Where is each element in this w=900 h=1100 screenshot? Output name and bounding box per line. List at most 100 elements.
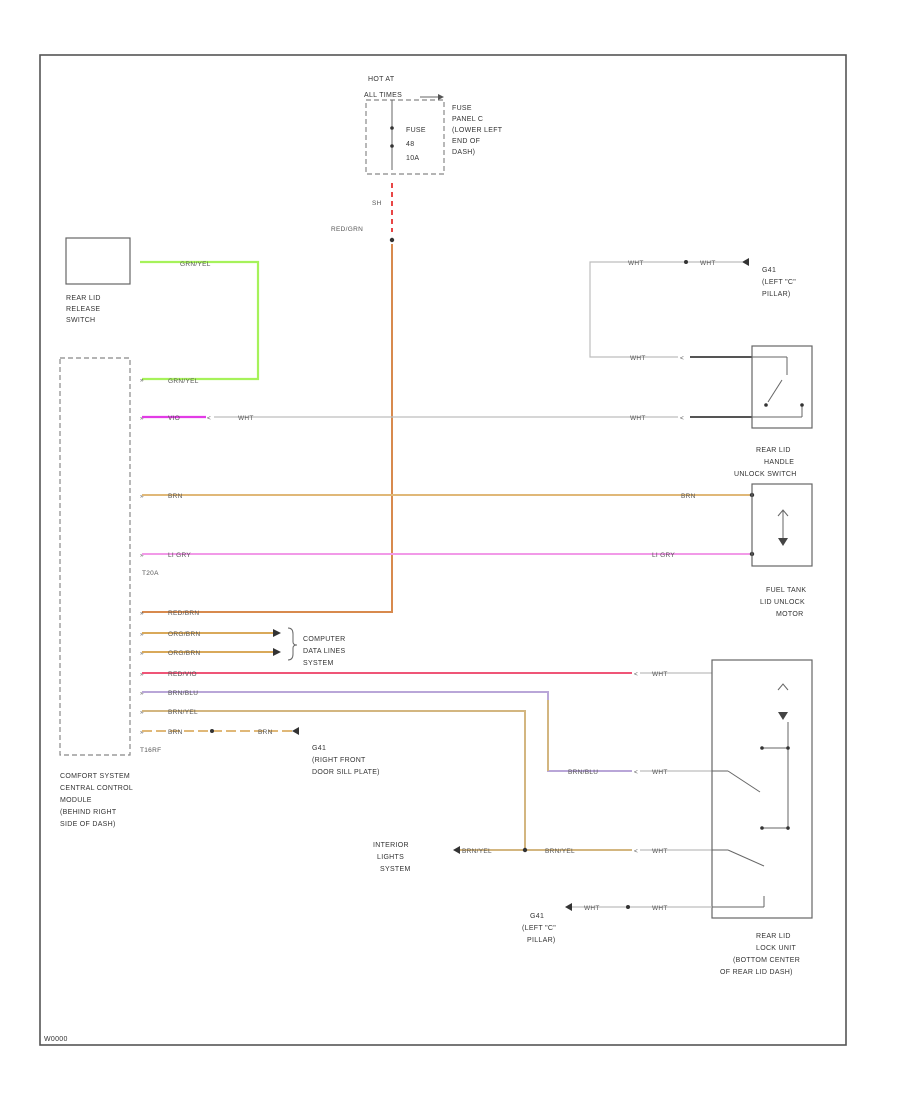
label-all-times: ALL TIMES [364,92,402,99]
fuse-arrow-head [438,94,444,100]
rear-lid-lock-unit [711,659,813,919]
lock-terminal-2 [786,746,790,750]
splice-wht-top [684,260,688,264]
label-g-c-3: PILLAR) [762,291,791,298]
label-handle-1: REAR LID [756,447,791,454]
label-ccm-3: MODULE [60,797,92,804]
label-rear-lid-release-2: RELEASE [66,306,100,313]
label-wire-brn-gnd2: BRN [258,729,273,736]
label-fuse-amp: 10A [406,155,419,162]
label-fuse-panel-5: DASH) [452,149,475,156]
label-fuse-panel-4: END OF [452,138,480,145]
diagram-frame [39,54,847,1046]
comfort-control-module [59,357,131,756]
label-lock-3: (BOTTOM CENTER [733,957,800,964]
label-fuse-number: 48 [406,141,414,148]
label-wire-brn-yel-r2: BRN/YEL [545,848,575,855]
label-rear-lid-release-1: REAR LID [66,295,101,302]
label-computer-3: SYSTEM [303,660,334,667]
label-wire-wht-lock3: WHT [652,848,668,855]
label-wire-vio: VIO [168,415,180,422]
splice-brn-yel [522,847,528,853]
motor-symbol-bottom [778,538,788,546]
fuse-panel: HOT AT ALL TIMES FUSE 48 10A FUSE PANEL … [364,76,502,175]
connector-mark: < [680,355,684,362]
label-wire-gn-ye-top: GRN/YEL [180,261,211,268]
ground-arrow-bottom [565,903,572,911]
label-wire-wht-lock2: WHT [652,769,668,776]
label-lock-2: LOCK UNIT [756,945,796,952]
label-computer-1: COMPUTER [303,636,345,643]
label-wire-wht-r1: WHT [630,355,646,362]
label-handle-2: HANDLE [764,459,794,466]
label-wire-wht-r3: WHT [630,415,646,422]
splice-red-grn [389,237,395,243]
wire-wht-loop [589,261,742,358]
connector-mark: < [680,415,684,422]
label-motor-2: LID UNLOCK [760,599,805,606]
label-g-right-3: DOOR SILL PLATE) [312,769,380,776]
label-lock-4: OF REAR LID DASH) [720,969,793,976]
label-g-bot-3: PILLAR) [527,937,556,944]
label-wire-brn-yel-r1: BRN/YEL [462,848,492,855]
connector-mark: < [634,848,638,855]
label-wire-brn-right: BRN [681,493,696,500]
label-g-bot-1: G41 [530,913,544,920]
label-hot-at: HOT AT [368,76,395,83]
label-wire-li-gry-left: LI GRY [168,552,191,559]
label-wire-brn-blu: BRN/BLU [168,690,198,697]
label-wire-brn-yel: BRN/YEL [168,709,198,716]
pin-marker: » [140,631,144,638]
label-computer-2: DATA LINES [303,648,345,655]
lock-motor-bottom [778,712,788,720]
label-interior-2: LIGHTS [377,854,404,861]
module-pins: » » » » » » » » » » » [140,377,144,736]
pin-marker: » [140,610,144,617]
pin-marker: » [140,377,144,384]
handle-switch-terminal-1 [764,403,768,407]
lock-motor-top [777,683,789,691]
pin-marker: » [140,650,144,657]
label-wire-red-brn: RED/BRN [168,610,199,617]
pin-marker: » [140,690,144,697]
label-ccm-1: COMFORT SYSTEM [60,773,130,780]
label-handle-3: UNLOCK SWITCH [734,471,797,478]
label-wire-red-vio: RED/VIO [168,671,197,678]
label-wire-brn-gnd: BRN [168,729,183,736]
connector-mark: < [634,671,638,678]
label-ccm-5: SIDE OF DASH) [60,821,116,828]
fuse-bus-dot-2 [390,144,394,148]
wire-gn-ye [140,260,260,381]
label-g-right-1: G41 [312,745,326,752]
label-fuse: FUSE [406,127,426,134]
label-wire-wht-g2: WHT [652,905,668,912]
pin-marker: » [140,709,144,716]
arrow-computer-2 [273,648,281,656]
label-t16rf: T16RF [140,747,161,754]
label-ccm-4: (BEHIND RIGHT [60,809,117,816]
handle-switch-terminal-2 [800,403,804,407]
pin-marker: » [140,415,144,422]
label-wire-brn-left: BRN [168,493,183,500]
label-g-c-2: (LEFT "C" [762,279,796,286]
handle-switch-contact [767,379,783,403]
connector-mark: < [207,415,211,422]
label-wire-wht-tr1: WHT [628,260,644,267]
label-fuse-panel-1: FUSE [452,105,472,112]
wire-brn-yel [142,710,526,850]
label-rear-lid-release-3: SWITCH [66,317,95,324]
label-fuse-panel-2: PANEL C [452,116,483,123]
label-interior-3: SYSTEM [380,866,411,873]
label-t20a: T20A [142,570,159,577]
label-wire-wht-mid: WHT [238,415,254,422]
label-motor-1: FUEL TANK [766,587,806,594]
label-wire-red-grn: RED/GRN [331,226,363,233]
pin-marker: » [140,729,144,736]
label-wire-brn-blu-right: BRN/BLU [568,769,598,776]
fuse-bus-dot-1 [390,126,394,130]
label-interior-1: INTERIOR [373,842,409,849]
label-ccm-2: CENTRAL CONTROL [60,785,133,792]
footer-code: W0000 [44,1036,68,1043]
label-g-bot-2: (LEFT "C" [522,925,556,932]
